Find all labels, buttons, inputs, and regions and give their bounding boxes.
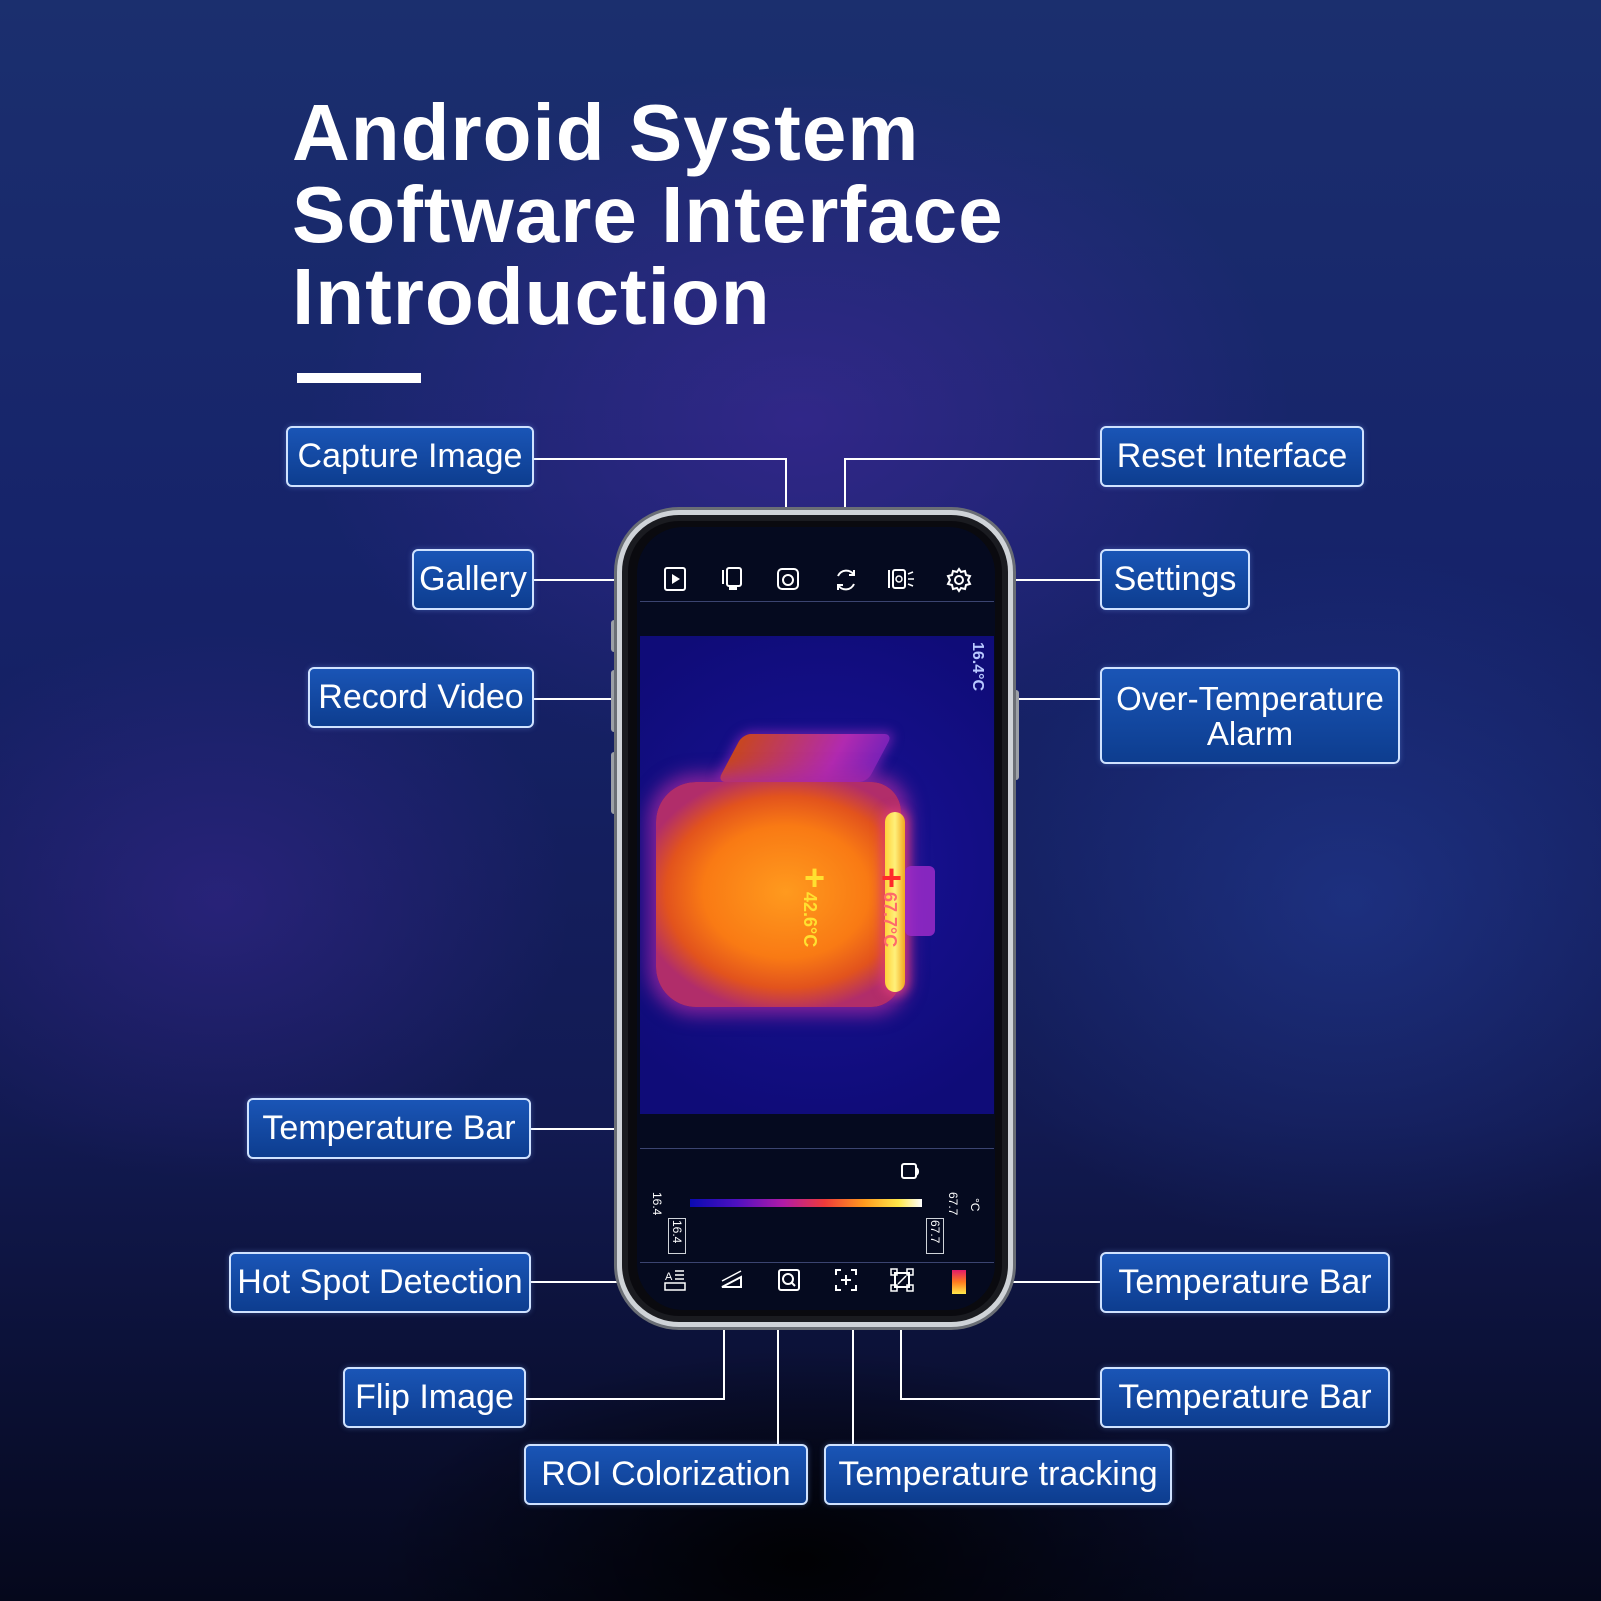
record-video-icon[interactable] (717, 566, 747, 596)
scale-max-label: 67.7 (946, 1192, 960, 1216)
phone-power-button (1013, 690, 1019, 780)
scale-unit-label: °C (968, 1198, 982, 1212)
label-settings: Settings (1100, 549, 1250, 610)
temperature-color-scale[interactable] (690, 1199, 922, 1207)
label-hot-spot-detection: Hot Spot Detection (229, 1252, 531, 1313)
label-over-temperature-alarm-line1: Over-Temperature (1116, 679, 1384, 717)
min-temp-readout: 16.4°C (969, 642, 986, 692)
phone-side-button-3 (611, 752, 617, 814)
label-over-temperature-alarm: Over-Temperature Alarm (1100, 667, 1400, 764)
flip-icon[interactable] (717, 1267, 747, 1297)
title-line-1: Android System (292, 88, 920, 177)
capture-image-icon[interactable] (773, 566, 803, 596)
label-capture-image: Capture Image (286, 426, 534, 487)
scale-max-tag-value: 67.7 (928, 1220, 942, 1244)
label-flip-image: Flip Image (343, 1367, 526, 1428)
roi-icon[interactable] (774, 1267, 804, 1297)
hot-spot-icon[interactable]: A (660, 1267, 690, 1297)
lock-icon[interactable] (896, 1160, 926, 1190)
phone-side-button-2 (611, 670, 617, 732)
alarm-icon[interactable] (886, 566, 916, 596)
label-over-temperature-alarm-line2: Alarm (1206, 714, 1294, 752)
thermal-view[interactable]: + 42.6°C + 67.7°C 16.4°C (640, 636, 994, 1114)
thermal-object-handle (905, 866, 935, 936)
scale-max-tag[interactable] (926, 1218, 944, 1254)
thermal-object-spout (717, 734, 893, 782)
label-roi-colorization: ROI Colorization (524, 1444, 808, 1505)
max-temp-readout: 67.7°C (880, 892, 900, 948)
svg-text:A: A (665, 1271, 673, 1283)
reset-icon[interactable] (831, 566, 861, 596)
temperature-bar-icon[interactable] (887, 1267, 917, 1297)
thermal-object-rim (885, 812, 905, 992)
bottom-toolbar-divider (640, 1262, 994, 1263)
page-title: Android System Software Interface Introd… (292, 92, 1004, 338)
center-spot-marker: + (804, 857, 826, 898)
max-spot-marker: + (881, 857, 903, 898)
palette-icon[interactable] (952, 1270, 966, 1294)
settings-icon[interactable] (944, 566, 974, 596)
label-gallery: Gallery (412, 549, 534, 610)
title-line-3: Introduction (292, 252, 771, 341)
view-divider (640, 1148, 994, 1149)
tracking-icon[interactable] (831, 1267, 861, 1297)
title-underline (297, 373, 421, 383)
thermal-object-body (656, 782, 901, 1007)
label-temperature-bar-right-2: Temperature Bar (1100, 1367, 1390, 1428)
label-temperature-tracking: Temperature tracking (824, 1444, 1172, 1505)
gallery-icon[interactable] (660, 566, 690, 596)
label-temperature-bar-left: Temperature Bar (247, 1098, 531, 1159)
title-line-2: Software Interface (292, 170, 1004, 259)
toolbar-divider (640, 601, 994, 602)
scale-min-tag[interactable] (668, 1218, 686, 1254)
label-temperature-bar-right-1: Temperature Bar (1100, 1252, 1390, 1313)
label-record-video: Record Video (308, 667, 534, 728)
scale-min-tag-value: 16.4 (670, 1220, 684, 1244)
label-reset-interface: Reset Interface (1100, 426, 1364, 487)
phone-side-button-1 (611, 620, 617, 652)
center-temp-readout: 42.6°C (800, 892, 820, 948)
scale-min-label: 16.4 (650, 1192, 664, 1216)
